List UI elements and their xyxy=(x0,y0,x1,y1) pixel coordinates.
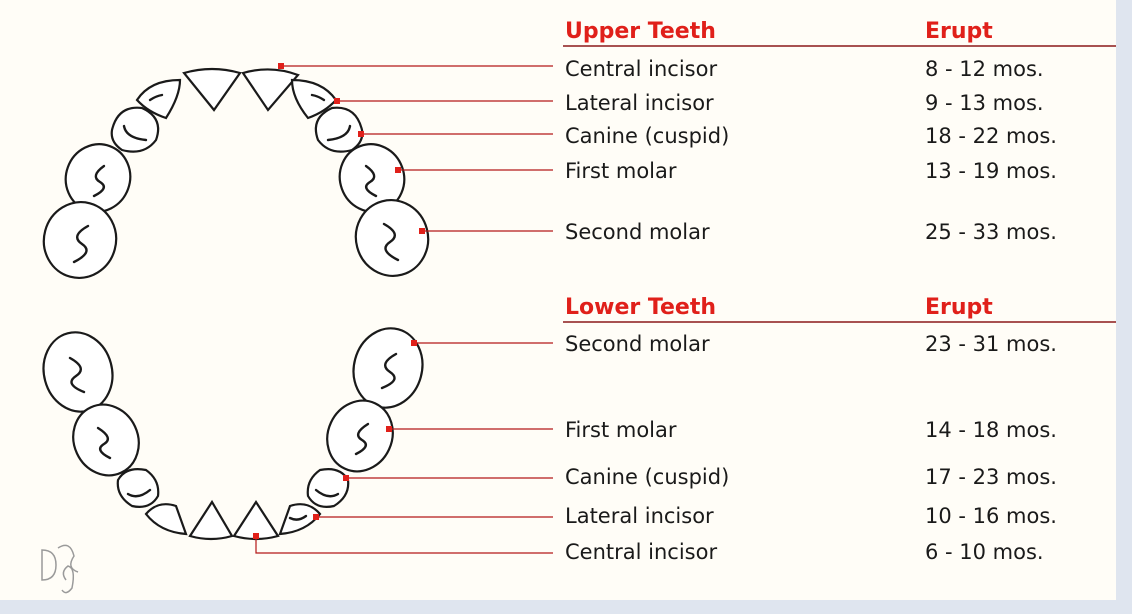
upper-teeth-table: Upper Teeth Erupt Central incisor 8 - 12… xyxy=(563,19,1116,244)
lower-arch xyxy=(35,321,431,539)
upper-row-lateral-incisor-erupt: 9 - 13 mos. xyxy=(925,91,1044,115)
lower-row-central-incisor-erupt: 6 - 10 mos. xyxy=(925,540,1044,564)
lower-leader-central-incisor xyxy=(256,536,553,553)
chart-card: Upper Teeth Erupt Central incisor 8 - 12… xyxy=(0,0,1116,600)
lower-dot-lateral-incisor xyxy=(313,514,319,520)
upper-row-canine-label: Canine (cuspid) xyxy=(565,124,729,148)
upper-row-lateral-incisor-label: Lateral incisor xyxy=(565,91,714,115)
upper-left-canine xyxy=(112,108,158,152)
logo-letter-s xyxy=(62,566,73,593)
upper-row-central-incisor-erupt: 8 - 12 mos. xyxy=(925,57,1044,81)
lower-row-canine-erupt: 17 - 23 mos. xyxy=(925,465,1057,489)
upper-row-second-molar-erupt: 25 - 33 mos. xyxy=(925,220,1057,244)
upper-right-central-incisor xyxy=(243,69,298,110)
lower-teeth-table: Lower Teeth Erupt Second molar 23 - 31 m… xyxy=(563,295,1116,564)
lower-dot-central-incisor xyxy=(253,533,259,539)
lower-row-second-molar-label: Second molar xyxy=(565,332,710,356)
lower-left-central-incisor xyxy=(190,502,232,539)
logo-flourish xyxy=(58,545,78,572)
lower-dot-canine xyxy=(343,475,349,481)
lower-row-central-incisor-label: Central incisor xyxy=(565,540,717,564)
upper-row-second-molar-label: Second molar xyxy=(565,220,710,244)
watermark-logo xyxy=(42,545,78,592)
lower-row-lateral-incisor-erupt: 10 - 16 mos. xyxy=(925,504,1057,528)
lower-left-lateral-incisor xyxy=(146,504,186,534)
lower-erupt-header: Erupt xyxy=(925,295,993,320)
lower-dot-first-molar xyxy=(386,426,392,432)
upper-row-first-molar-label: First molar xyxy=(565,159,677,183)
upper-teeth-header: Upper Teeth xyxy=(565,19,716,44)
lower-teeth-header: Lower Teeth xyxy=(565,295,716,320)
upper-row-first-molar-erupt: 13 - 19 mos. xyxy=(925,159,1057,183)
lower-row-second-molar-erupt: 23 - 31 mos. xyxy=(925,332,1057,356)
lower-row-first-molar-erupt: 14 - 18 mos. xyxy=(925,418,1057,442)
upper-left-central-incisor xyxy=(184,69,240,110)
lower-row-first-molar-label: First molar xyxy=(565,418,677,442)
upper-dot-first-molar xyxy=(395,167,401,173)
lower-right-canine xyxy=(308,469,348,507)
upper-dot-canine xyxy=(358,131,364,137)
upper-row-canine-erupt: 18 - 22 mos. xyxy=(925,124,1057,148)
upper-dot-central-incisor xyxy=(278,63,284,69)
lower-row-canine-label: Canine (cuspid) xyxy=(565,465,729,489)
lower-row-lateral-incisor-label: Lateral incisor xyxy=(565,504,714,528)
upper-dot-second-molar xyxy=(419,228,425,234)
upper-row-central-incisor-label: Central incisor xyxy=(565,57,717,81)
upper-erupt-header: Erupt xyxy=(925,19,993,44)
logo-letter-d xyxy=(42,550,56,580)
lower-dot-second-molar xyxy=(411,340,417,346)
upper-dot-lateral-incisor xyxy=(334,98,340,104)
lower-left-canine xyxy=(118,469,158,507)
upper-right-canine xyxy=(316,108,362,152)
teeth-eruption-diagram: Upper Teeth Erupt Central incisor 8 - 12… xyxy=(0,0,1116,600)
